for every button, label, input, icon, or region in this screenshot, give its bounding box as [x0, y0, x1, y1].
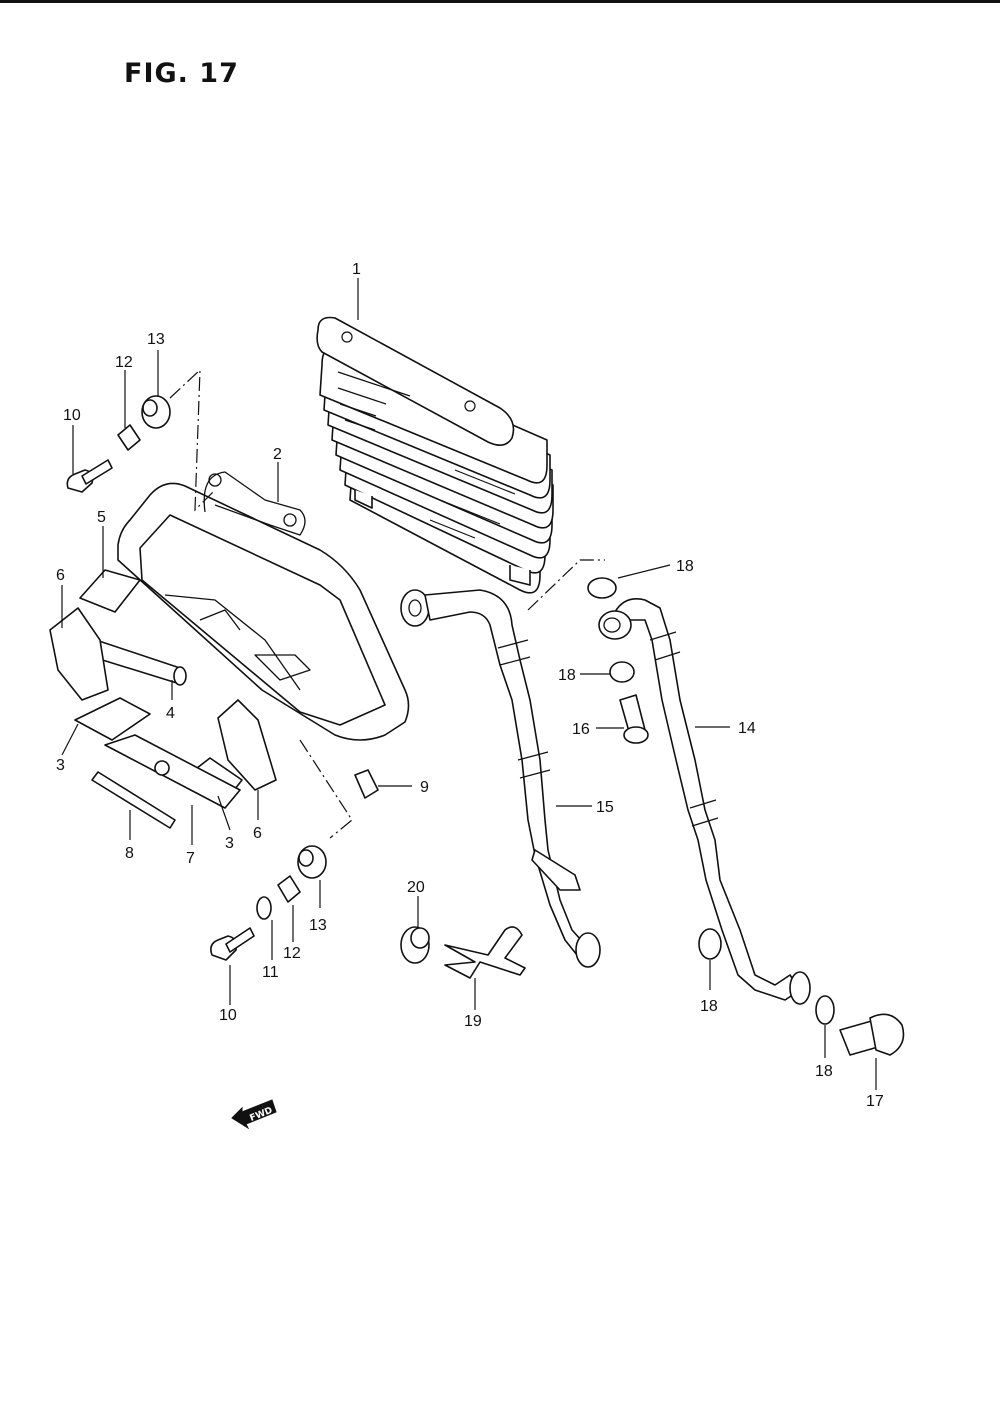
callout-3-right: 3 — [225, 835, 234, 852]
rubber-part-5 — [79, 569, 141, 613]
strip-part-8 — [91, 771, 176, 829]
grommet-part-13-bottom — [297, 845, 327, 879]
bolt-part-10-bottom — [210, 927, 255, 961]
callout-18-a: 18 — [676, 558, 694, 575]
callout-6-left: 6 — [56, 567, 65, 584]
callout-12-bottom: 12 — [283, 945, 301, 962]
collar-part-12-bottom — [277, 875, 301, 903]
callout-15: 15 — [596, 799, 614, 816]
gasket-part-18-a — [587, 577, 617, 599]
oil-hose-part-14 — [598, 598, 811, 1005]
callout-8: 8 — [125, 845, 134, 862]
bolt-part-10-top — [66, 459, 113, 493]
callout-labels: 1 2 3 3 4 5 6 6 7 8 9 10 10 11 12 12 13 … — [56, 261, 884, 1110]
callout-14: 14 — [738, 720, 756, 737]
callout-18-b: 18 — [558, 667, 576, 684]
callout-1: 1 — [352, 261, 361, 278]
callout-3-left: 3 — [56, 757, 65, 774]
grommet-part-20 — [400, 926, 430, 964]
callout-10-top: 10 — [63, 407, 81, 424]
callout-5: 5 — [97, 509, 106, 526]
callout-18-c: 18 — [700, 998, 718, 1015]
gasket-part-18-d — [815, 995, 835, 1025]
callout-6-right: 6 — [253, 825, 262, 842]
union-bolt-part-16 — [619, 694, 649, 744]
gasket-part-18-c — [698, 928, 722, 960]
callout-13-bottom: 13 — [309, 917, 327, 934]
callout-13-top: 13 — [147, 331, 165, 348]
oil-cooler-part-1 — [316, 316, 554, 594]
union-bolt-part-17 — [839, 1013, 905, 1056]
callout-20: 20 — [407, 879, 425, 896]
tube-part-4 — [95, 639, 187, 686]
forward-direction-arrow-icon: FWD — [231, 1099, 277, 1130]
callout-7: 7 — [186, 850, 195, 867]
callout-16: 16 — [572, 721, 590, 738]
collar-part-12-top — [117, 424, 141, 451]
plate-part-7 — [104, 734, 241, 809]
callout-17: 17 — [866, 1093, 884, 1110]
gasket-part-18-b — [609, 661, 635, 683]
callout-11: 11 — [262, 964, 279, 981]
leader-lines — [61, 278, 877, 1090]
assembly-lines — [169, 368, 605, 839]
grommet-part-13-top — [141, 395, 171, 429]
callout-4: 4 — [166, 705, 175, 722]
screw-part-9 — [354, 769, 379, 799]
bracket-part-3-left — [74, 697, 151, 741]
callout-10-bottom: 10 — [219, 1007, 237, 1024]
cooler-cover-part-2 — [117, 471, 410, 741]
callout-12-top: 12 — [115, 354, 133, 371]
rubber-part-6-left — [49, 607, 109, 701]
top-border-line — [0, 0, 1000, 3]
clamp-part-19 — [444, 926, 526, 979]
callout-18-d: 18 — [815, 1063, 833, 1080]
callout-2: 2 — [273, 446, 282, 463]
rubber-part-6-right — [217, 699, 277, 791]
figure-title: FIG. 17 — [124, 58, 239, 89]
washer-part-11 — [256, 896, 272, 920]
callout-9: 9 — [420, 779, 429, 796]
callout-19: 19 — [464, 1013, 482, 1030]
oil-hose-part-15 — [400, 589, 601, 968]
